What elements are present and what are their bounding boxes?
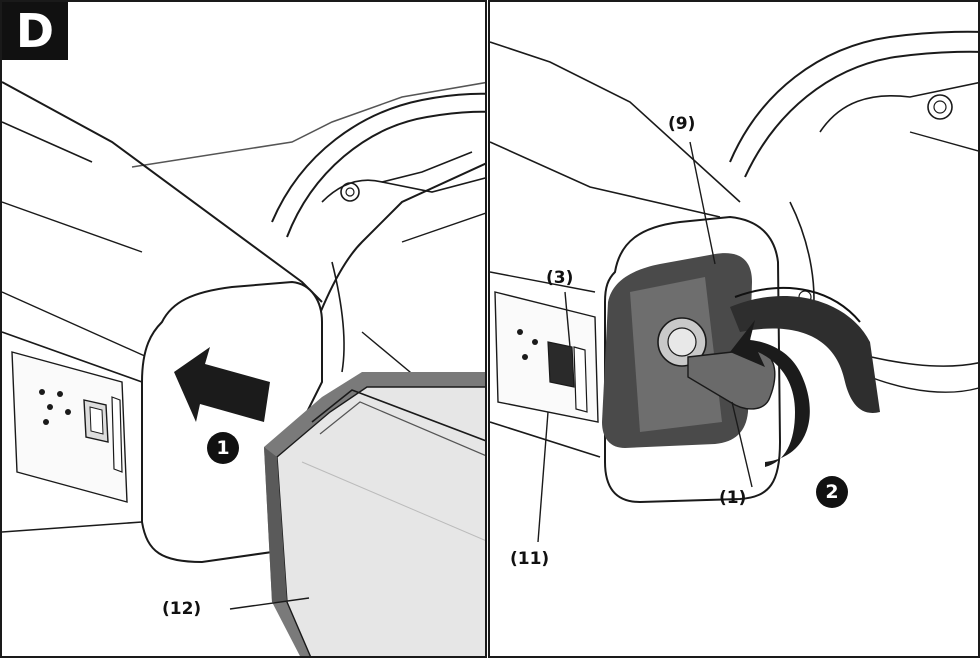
left-illustration-panel: D 1 (12)	[0, 0, 487, 658]
step-2-badge: 2	[816, 476, 848, 508]
right-illustration-panel: (9) (3) (11) (1) 2	[488, 0, 980, 658]
callout-11-label: (11)	[510, 549, 550, 569]
step-1-badge: 1	[207, 432, 239, 464]
callout-9-label: (9)	[668, 114, 696, 134]
callout-12-label: (12)	[162, 599, 202, 619]
figure-letter-badge: D	[2, 2, 68, 60]
callout-1-label: (1)	[719, 488, 747, 508]
left-illustration	[2, 81, 485, 656]
callout-3-label: (3)	[546, 268, 574, 288]
right-illustration	[490, 30, 978, 543]
